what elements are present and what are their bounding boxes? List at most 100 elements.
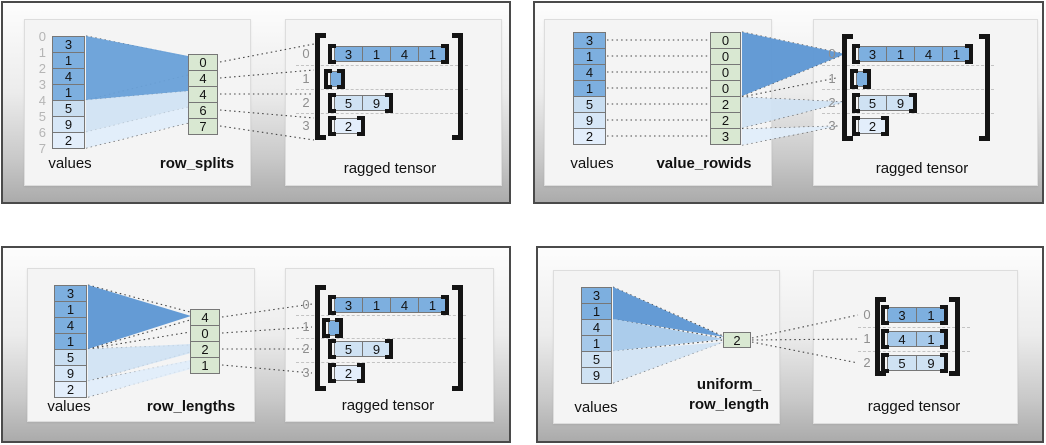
row-bracket-right bbox=[940, 329, 948, 349]
row-splits-cell: 0 bbox=[188, 54, 218, 71]
row-bracket-left bbox=[881, 329, 889, 349]
values-cell: 9 bbox=[573, 112, 606, 129]
values-cell: 2 bbox=[573, 128, 606, 145]
row-bracket-right bbox=[940, 353, 948, 373]
values-cell: 1 bbox=[52, 84, 85, 101]
row-separator bbox=[296, 113, 468, 114]
method-label: row_lengths bbox=[146, 398, 236, 415]
row-bracket-left bbox=[850, 69, 858, 89]
matrix-bracket-right bbox=[452, 285, 463, 391]
row-separator bbox=[296, 338, 466, 339]
boundary-index: 5 bbox=[38, 109, 46, 124]
values-cell: 4 bbox=[581, 319, 612, 336]
values-cell: 9 bbox=[54, 365, 87, 382]
tensor-cell: 1 bbox=[362, 297, 391, 313]
tensor-cell: 1 bbox=[418, 297, 447, 313]
tensor-cell: 2 bbox=[858, 118, 887, 134]
row-bracket-right bbox=[385, 339, 393, 359]
values-cell: 9 bbox=[581, 367, 612, 384]
values-cell: 3 bbox=[573, 32, 606, 49]
row-separator bbox=[822, 113, 994, 114]
row-bracket-left bbox=[328, 363, 336, 383]
row-splits-cell: 4 bbox=[188, 70, 218, 87]
tensor-cell: 1 bbox=[362, 46, 391, 62]
values-cell: 1 bbox=[573, 48, 606, 65]
matrix-bracket-right bbox=[949, 297, 960, 376]
values-cell: 2 bbox=[52, 132, 85, 149]
values-cell: 3 bbox=[581, 287, 612, 304]
boundary-index: 6 bbox=[38, 125, 46, 140]
row-index: 2 bbox=[863, 355, 871, 370]
row-lengths-cell: 0 bbox=[190, 325, 220, 342]
values-label: values bbox=[570, 155, 614, 172]
value-rowids-cell: 3 bbox=[710, 128, 741, 145]
row-separator bbox=[822, 89, 994, 90]
value-rowids-cell: 2 bbox=[710, 96, 741, 113]
boundary-index: 3 bbox=[38, 77, 46, 92]
matrix-bracket-left bbox=[875, 297, 886, 376]
row-bracket-right bbox=[881, 116, 889, 136]
tensor-cell: 5 bbox=[858, 95, 887, 111]
row-bracket-right bbox=[965, 44, 973, 64]
values-cell: 5 bbox=[54, 349, 87, 366]
tensor-cell: 3 bbox=[334, 46, 363, 62]
row-index: 1 bbox=[863, 331, 871, 346]
ragged-tensor-label: ragged tensor bbox=[867, 398, 961, 415]
values-cell: 9 bbox=[52, 116, 85, 133]
tensor-cell: 3 bbox=[334, 297, 363, 313]
value-rowids-cell: 0 bbox=[710, 32, 741, 49]
method-label-line2: row_length bbox=[688, 396, 769, 413]
matrix-bracket-right bbox=[979, 34, 990, 141]
value-rowids-cell: 0 bbox=[710, 80, 741, 97]
row-lengths-cell: 2 bbox=[190, 341, 220, 358]
row-bracket-right bbox=[863, 69, 871, 89]
tensor-cell: 1 bbox=[942, 46, 971, 62]
row-bracket-right bbox=[940, 305, 948, 325]
row-bracket-left bbox=[328, 44, 336, 64]
method-label-line1: uniform_ bbox=[696, 376, 762, 393]
tensor-cell: 9 bbox=[362, 95, 391, 111]
row-bracket-right bbox=[357, 116, 365, 136]
row-bracket-left bbox=[324, 69, 332, 89]
tensor-cell: 5 bbox=[334, 95, 363, 111]
boundary-index: 2 bbox=[38, 61, 46, 76]
row-index: 0 bbox=[828, 46, 836, 61]
uniform-row-length-cell: 2 bbox=[723, 332, 751, 348]
tensor-cell: 4 bbox=[390, 46, 419, 62]
values-cell: 1 bbox=[573, 80, 606, 97]
row-separator bbox=[296, 315, 466, 316]
row-bracket-left bbox=[328, 295, 336, 315]
tensor-cell: 4 bbox=[914, 46, 943, 62]
value-rowids-cell: 0 bbox=[710, 64, 741, 81]
row-separator bbox=[822, 65, 994, 66]
row-index: 0 bbox=[863, 307, 871, 322]
values-cell: 2 bbox=[54, 381, 87, 398]
method-label: row_splits bbox=[159, 155, 235, 172]
matrix-bracket-left bbox=[315, 285, 326, 391]
matrix-bracket-left bbox=[315, 33, 326, 140]
row-bracket-right bbox=[385, 93, 393, 113]
row-bracket-right bbox=[335, 318, 343, 338]
tensor-cell: 3 bbox=[858, 46, 887, 62]
row-bracket-left bbox=[322, 318, 330, 338]
tensor-cell: 5 bbox=[887, 355, 917, 371]
row-index: 2 bbox=[828, 95, 836, 110]
row-bracket-left bbox=[881, 353, 889, 373]
values-cell: 3 bbox=[54, 285, 87, 302]
row-index: 2 bbox=[302, 95, 310, 110]
values-cell: 1 bbox=[54, 301, 87, 318]
row-bracket-left bbox=[852, 44, 860, 64]
values-cell: 5 bbox=[573, 96, 606, 113]
values-label: values bbox=[574, 399, 618, 416]
ragged-tensor-label: ragged tensor bbox=[341, 397, 435, 414]
tensor-cell: 9 bbox=[886, 95, 915, 111]
row-bracket-right bbox=[909, 93, 917, 113]
values-cell: 1 bbox=[581, 335, 612, 352]
row-bracket-left bbox=[328, 93, 336, 113]
row-bracket-right bbox=[441, 44, 449, 64]
row-separator bbox=[296, 65, 468, 66]
values-cell: 4 bbox=[573, 64, 606, 81]
values-cell: 1 bbox=[54, 333, 87, 350]
boundary-index: 0 bbox=[38, 29, 46, 44]
